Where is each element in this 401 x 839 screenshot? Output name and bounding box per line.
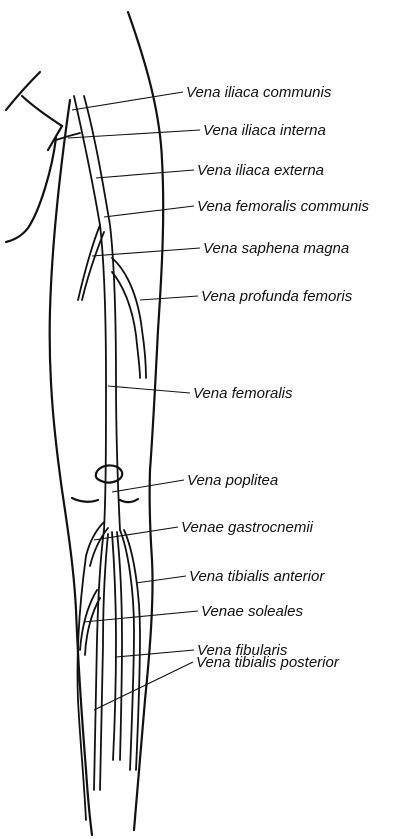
label-gastrocnemii: Venae gastrocnemii — [181, 519, 314, 536]
leader-iliaca-externa — [96, 170, 194, 178]
leader-femoralis-communis — [104, 206, 194, 217]
leader-soleales — [84, 611, 198, 622]
label-profunda-femoris: Vena profunda femoris — [201, 288, 353, 305]
leader-fibularis — [116, 650, 194, 657]
leg-lateral-contour — [128, 12, 163, 830]
knee-crease-left — [72, 498, 98, 502]
leader-lines — [68, 92, 200, 710]
leader-profunda-femoris — [140, 296, 198, 300]
great-saphenous-vein-upper — [78, 225, 100, 300]
leader-saphena-magna — [92, 248, 200, 256]
posterior-tibial-vein-b — [100, 534, 108, 790]
great-saphenous-vein-lower — [77, 556, 86, 820]
label-iliaca-externa: Vena iliaca externa — [197, 162, 324, 179]
fibular-vein-b — [117, 532, 122, 760]
label-soleales: Venae soleales — [201, 603, 304, 620]
leader-femoralis — [108, 386, 190, 393]
pelvis-contour-lower — [22, 96, 62, 126]
vein-labels: Vena iliaca communis Vena iliaca interna… — [181, 84, 370, 671]
label-femoralis-communis: Vena femoralis communis — [197, 198, 370, 215]
leader-iliaca-interna — [68, 130, 200, 138]
label-tibialis-anterior: Vena tibialis anterior — [189, 568, 325, 585]
label-saphena-magna: Vena saphena magna — [203, 240, 349, 257]
leg-outline — [6, 12, 163, 835]
deep-femoral-vein-outer — [112, 258, 146, 378]
leader-tibialis-anterior — [136, 576, 186, 583]
label-tibialis-posterior: Vena tibialis posterior — [196, 654, 340, 671]
main-vein-left-wall — [74, 96, 106, 530]
leader-poplitea — [112, 480, 184, 492]
pelvis-contour-upper — [6, 72, 40, 110]
vein-network — [56, 96, 146, 820]
knee-crease-right — [120, 499, 138, 502]
label-iliaca-interna: Vena iliaca interna — [203, 122, 326, 139]
pelvis-contour-inner — [6, 138, 56, 242]
leader-iliaca-communis — [72, 92, 183, 110]
soleal-vein-a — [80, 590, 97, 650]
label-femoralis: Vena femoralis — [193, 385, 293, 402]
label-iliaca-communis: Vena iliaca communis — [186, 84, 332, 101]
internal-iliac-vein — [56, 133, 80, 140]
label-poplitea: Vena poplitea — [187, 472, 278, 489]
leg-medial-contour — [50, 100, 92, 835]
leader-tibialis-posterior — [94, 662, 193, 710]
fibular-vein-a — [112, 532, 116, 760]
